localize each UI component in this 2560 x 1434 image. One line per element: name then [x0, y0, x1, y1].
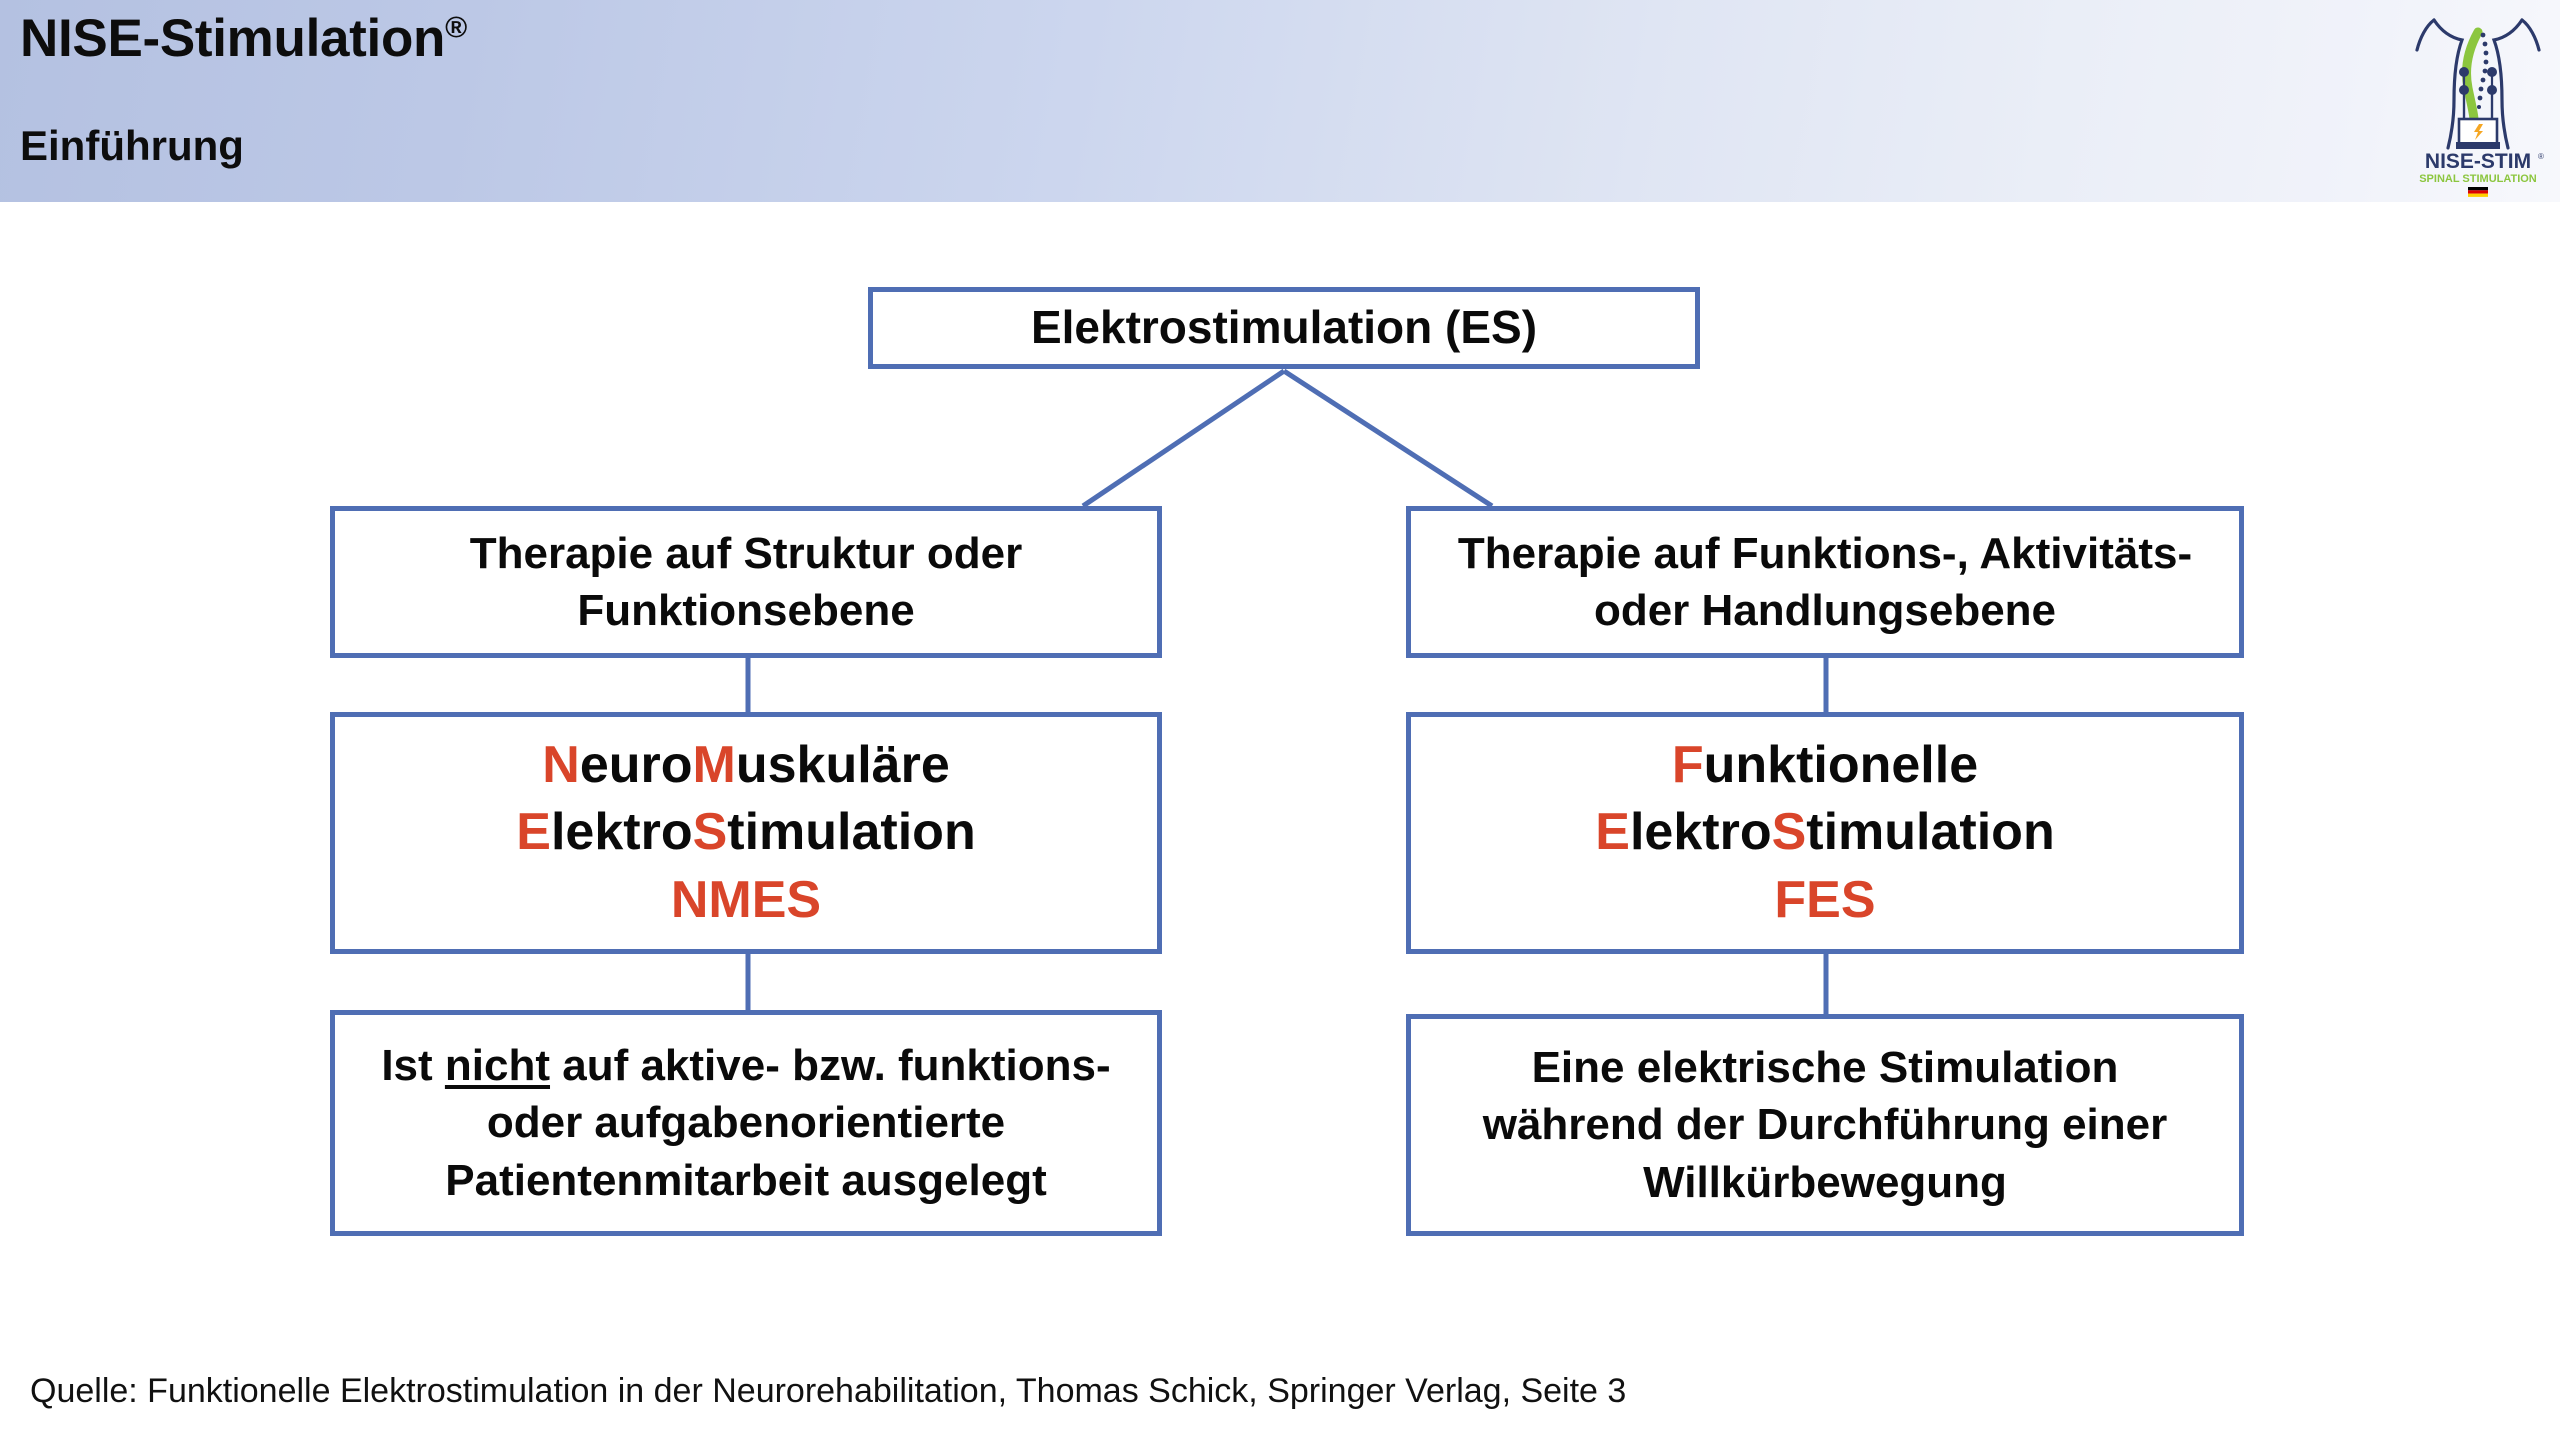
connector-root-to-right [1282, 368, 1494, 509]
connector-root-to-left [1081, 368, 1286, 509]
page-title: NISE-Stimulation® [20, 8, 467, 69]
node-fes-description-label: Eine elektrische Stimulation während der… [1411, 1039, 2239, 1211]
line-1: Therapie auf Funktions-, Aktivitäts- [1457, 528, 2193, 578]
fes-acronym: FES [1774, 870, 1876, 929]
source-citation: Quelle: Funktionelle Elektrostimulation … [30, 1372, 1627, 1410]
lightning-bolt-icon [2474, 124, 2483, 140]
page-title-text: NISE-Stimulation [20, 9, 446, 68]
node-fes-label: Funktionelle ElektroStimulation FES [1411, 732, 2239, 935]
nise-stim-logo: NISE-STIM ® SPINAL STIMULATION [2404, 2, 2552, 198]
node-fes: Funktionelle ElektroStimulation FES [1406, 712, 2244, 954]
line-2: während der Durchführung einer [1482, 1100, 2168, 1150]
registered-trademark-icon: ® [445, 11, 467, 45]
slide-header: NISE-Stimulation® Einführung [0, 0, 2560, 202]
node-nmes-label: NeuroMuskuläre ElektroStimulation NMES [335, 732, 1157, 935]
line-2: oder aufgabenorientierte [486, 1098, 1006, 1148]
torso-outline-icon [2415, 18, 2541, 150]
logo-tagline: SPINAL STIMULATION [2419, 173, 2537, 185]
page-subtitle: Einführung [20, 122, 244, 169]
vertebrae-dots-icon [2477, 32, 2489, 109]
fes-line-1: Funktionelle [1671, 735, 1979, 794]
line-3: Patientenmitarbeit ausgelegt [445, 1155, 1047, 1205]
nmes-acronym: NMES [670, 870, 822, 929]
line-1: Eine elektrische Stimulation [1531, 1043, 2119, 1093]
node-therapie-funktions-label: Therapie auf Funktions-, Aktivitäts- ode… [1411, 525, 2239, 639]
node-therapie-funktions-aktivitaets: Therapie auf Funktions-, Aktivitäts- ode… [1406, 506, 2244, 658]
node-nmes-description-label: Ist nicht auf aktive- bzw. funktions- od… [335, 1037, 1157, 1209]
node-nmes: NeuroMuskuläre ElektroStimulation NMES [330, 712, 1162, 954]
node-elektrostimulation-label: Elektrostimulation (ES) [1030, 301, 1538, 354]
logo-wordmark-registered-icon: ® [2538, 152, 2544, 161]
line-1: Ist nicht auf aktive- bzw. funktions- [381, 1041, 1111, 1091]
node-nmes-description: Ist nicht auf aktive- bzw. funktions- od… [330, 1010, 1162, 1236]
fes-line-2: ElektroStimulation [1595, 803, 2055, 862]
node-therapie-struktur-funktionsebene: Therapie auf Struktur oder Funktionseben… [330, 506, 1162, 658]
line-2: oder Handlungsebene [1593, 586, 2057, 635]
german-flag-icon [2468, 187, 2488, 197]
nmes-line-1: NeuroMuskuläre [542, 735, 950, 794]
node-elektrostimulation: Elektrostimulation (ES) [868, 287, 1700, 369]
line-1: Therapie auf Struktur oder [469, 528, 1023, 578]
stimulator-device-icon [2456, 117, 2500, 149]
line-2: Funktionsebene [577, 586, 915, 635]
logo-graphic: NISE-STIM ® SPINAL STIMULATION [2415, 18, 2544, 197]
node-fes-description: Eine elektrische Stimulation während der… [1406, 1014, 2244, 1236]
nmes-line-2: ElektroStimulation [516, 803, 976, 862]
node-therapie-struktur-label: Therapie auf Struktur oder Funktionseben… [335, 525, 1157, 639]
line-3: Willkürbewegung [1643, 1157, 2007, 1207]
electrode-dots-icon [2459, 67, 2497, 95]
logo-wordmark: NISE-STIM [2425, 150, 2531, 173]
